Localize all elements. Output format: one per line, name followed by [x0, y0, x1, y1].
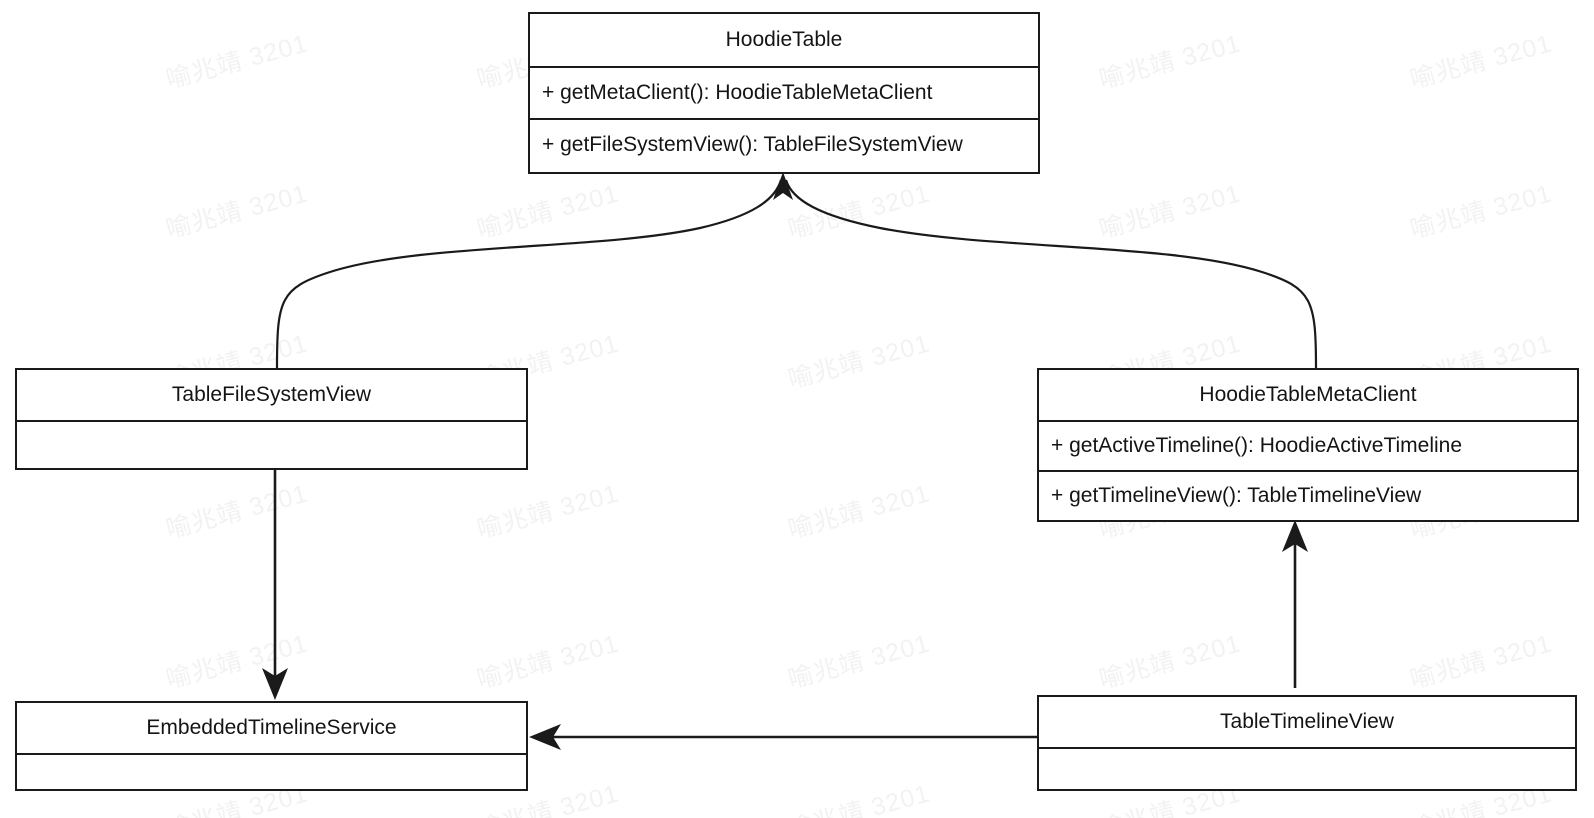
arrowhead-into-hoodietablemetaclient-bottom: [1282, 520, 1308, 552]
class-members-hoodie-table: + getMetaClient(): HoodieTableMetaClient…: [530, 68, 1038, 172]
watermark-tile: 喻兆靖 3201: [785, 179, 934, 245]
watermark-tile: 喻兆靖 3201: [163, 479, 312, 545]
arrowhead-into-embeddedtimelineservice-right: [529, 724, 561, 750]
watermark-tile: 喻兆靖 3201: [0, 174, 1, 246]
class-name-table-file-system-view: TableFileSystemView: [17, 370, 526, 422]
class-box-hoodie-table[interactable]: HoodieTable + getMetaClient(): HoodieTab…: [528, 12, 1040, 174]
watermark-tile: 喻兆靖 3201: [0, 324, 1, 396]
empty-members-compartment: [17, 755, 526, 789]
class-members-table-timeline-view: [1039, 749, 1575, 789]
watermark-tile: 喻兆靖 3201: [785, 779, 934, 818]
class-members-hoodie-table-meta-client: + getActiveTimeline(): HoodieActiveTimel…: [1039, 422, 1577, 520]
watermark-tile: 喻兆靖 3201: [163, 29, 312, 95]
watermark-tile: 喻兆靖 3201: [1407, 179, 1556, 245]
class-box-hoodie-table-meta-client[interactable]: HoodieTableMetaClient + getActiveTimelin…: [1037, 368, 1579, 522]
class-member: + getMetaClient(): HoodieTableMetaClient: [542, 81, 933, 104]
watermark-tile: 喻兆靖 3201: [163, 179, 312, 245]
watermark-tile: 喻兆靖 3201: [0, 774, 1, 818]
empty-members-compartment: [1039, 749, 1575, 789]
watermark-tile: 喻兆靖 3201: [785, 479, 934, 545]
class-members-table-file-system-view: [17, 422, 526, 468]
class-name-table-timeline-view: TableTimelineView: [1039, 697, 1575, 749]
watermark-tile: 喻兆靖 3201: [0, 24, 1, 96]
watermark-tile: 喻兆靖 3201: [0, 624, 1, 696]
watermark-tile: 喻兆靖 3201: [1096, 29, 1245, 95]
connector-tablefilesystemview-hoodietable: [275, 179, 783, 369]
arrowhead-into-hoodietable: [773, 172, 793, 200]
watermark-tile: 喻兆靖 3201: [1096, 179, 1245, 245]
watermark-tile: 喻兆靖 3201: [785, 629, 934, 695]
watermark-tile: 喻兆靖 3201: [0, 474, 1, 546]
class-name-embedded-timeline-service: EmbeddedTimelineService: [17, 703, 526, 755]
class-name-hoodie-table-meta-client: HoodieTableMetaClient: [1039, 370, 1577, 422]
watermark-tile: 喻兆靖 3201: [1096, 629, 1245, 695]
class-member: + getTimelineView(): TableTimelineView: [1039, 470, 1577, 520]
arrowhead-into-embeddedtimelineservice-top: [262, 668, 288, 700]
watermark-tile: 喻兆靖 3201: [1407, 29, 1556, 95]
watermark-tile: 喻兆靖 3201: [163, 629, 312, 695]
watermark-tile: 喻兆靖 3201: [474, 629, 623, 695]
class-member: + getFileSystemView(): TableFileSystemVi…: [530, 118, 1038, 170]
watermark-tile: 喻兆靖 3201: [1407, 629, 1556, 695]
class-box-embedded-timeline-service[interactable]: EmbeddedTimelineService: [15, 701, 528, 791]
class-name-hoodie-table: HoodieTable: [530, 14, 1038, 68]
class-box-table-file-system-view[interactable]: TableFileSystemView: [15, 368, 528, 470]
class-member: + getActiveTimeline(): HoodieActiveTimel…: [1051, 434, 1463, 457]
class-box-table-timeline-view[interactable]: TableTimelineView: [1037, 695, 1577, 791]
watermark-tile: 喻兆靖 3201: [785, 329, 934, 395]
class-members-embedded-timeline-service: [17, 755, 526, 789]
watermark-tile: 喻兆靖 3201: [474, 179, 623, 245]
watermark-tile: 喻兆靖 3201: [474, 479, 623, 545]
empty-members-compartment: [17, 422, 526, 468]
connector-hoodietablemetaclient-hoodietable: [784, 179, 1318, 369]
